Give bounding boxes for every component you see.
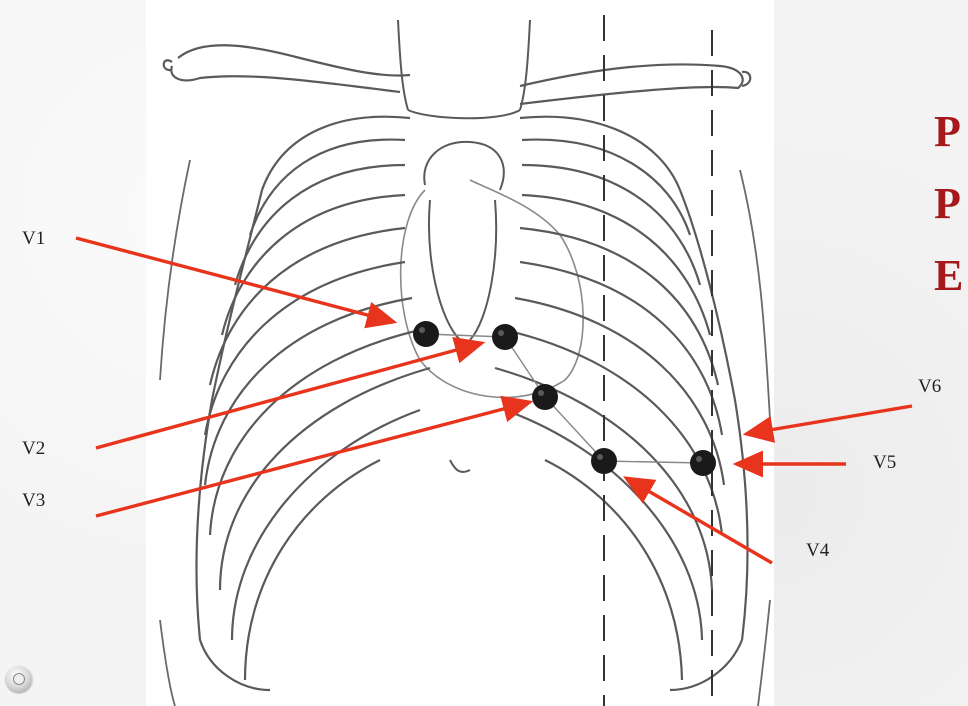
lead-label-v5: V5 <box>873 452 896 474</box>
lead-label-v3: V3 <box>22 490 45 512</box>
lead-label-v6: V6 <box>918 376 941 398</box>
reference-lines <box>604 15 712 706</box>
circle-button-inner <box>13 673 25 685</box>
arrow-v1 <box>76 238 394 322</box>
heart-outline <box>401 180 584 397</box>
lead-label-v4: V4 <box>806 540 829 562</box>
lead-arrows <box>76 238 912 563</box>
arrow-v6 <box>746 406 912 434</box>
arrow-v3 <box>96 402 530 516</box>
sternum <box>398 20 530 472</box>
arrow-v4 <box>626 478 772 563</box>
title-letter-1: P <box>934 110 961 154</box>
electrodes <box>413 321 716 476</box>
electrode-v2 <box>492 324 518 350</box>
electrode-v3 <box>532 384 558 410</box>
ribs-left <box>196 117 430 690</box>
lead-label-v1: V1 <box>22 228 45 250</box>
arrow-v2 <box>96 343 482 448</box>
electrode-v1 <box>413 321 439 347</box>
circle-button-icon[interactable] <box>6 666 32 692</box>
ribs-right <box>495 117 748 690</box>
electrode-v4 <box>591 448 617 474</box>
electrode-connectors <box>426 334 703 463</box>
electrode-v5 <box>690 450 716 476</box>
lead-label-v2: V2 <box>22 438 45 460</box>
clavicles <box>164 45 751 104</box>
title-letter-3: E <box>934 254 963 298</box>
title-letter-2: P <box>934 182 961 226</box>
